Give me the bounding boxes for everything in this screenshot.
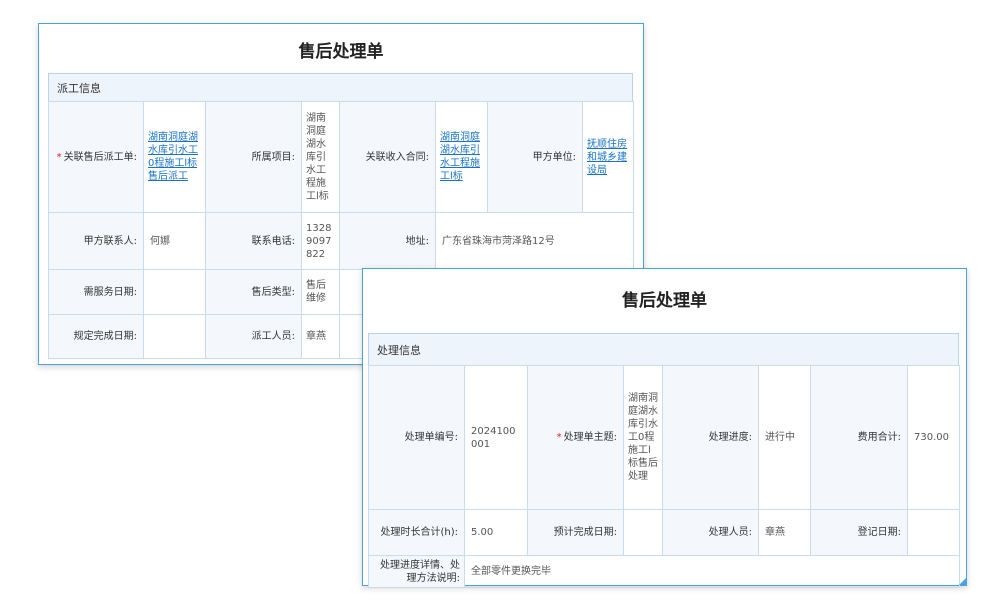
progress-label: 处理进度: <box>662 365 759 510</box>
project-value: 湖南洞庭湖水库引水工程施工l标 <box>301 101 340 213</box>
eta-label: 预计完成日期: <box>527 509 624 556</box>
cost-value: 730.00 <box>907 365 960 510</box>
project-label: 所属项目: <box>205 101 302 213</box>
worker-value: 章燕 <box>301 314 340 359</box>
detail-label: 处理进度详情、处理方法说明: <box>368 555 465 588</box>
contract-label: 关联收入合同: <box>339 101 436 213</box>
subject-value: 湖南洞庭湖水库引水工0程施工l标售后处理 <box>623 365 663 510</box>
hours-value: 5.00 <box>464 509 528 556</box>
reg-date-label: 登记日期: <box>810 509 908 556</box>
contact-label: 甲方联系人: <box>48 212 144 270</box>
type-value: 售后维修 <box>301 269 340 315</box>
contact-value: 何娜 <box>143 212 206 270</box>
progress-value: 进行中 <box>758 365 811 510</box>
process-section-header: 处理信息 <box>368 333 959 366</box>
worker-label: 派工人员: <box>205 314 302 359</box>
cost-label: 费用合计: <box>810 365 908 510</box>
dispatch-card-title: 售后处理单 <box>298 42 384 62</box>
reg-date-value <box>907 509 960 556</box>
handler-label: 处理人员: <box>662 509 759 556</box>
contract-cell: 湖南洞庭湖水库引水工程施工l标 <box>435 101 488 213</box>
resize-handle[interactable] <box>959 578 966 585</box>
hours-label: 处理时长合计(h): <box>368 509 465 556</box>
address-label: 地址: <box>339 212 436 270</box>
process-card: 售后处理单 处理信息 处理单编号: 2024100001 *处理单主题: 湖南洞… <box>362 268 967 588</box>
linked-order-label: *关联售后派工单: <box>48 101 144 213</box>
eta-value <box>623 509 663 556</box>
detail-value: 全部零件更换完毕 <box>464 555 960 588</box>
order-no-label: 处理单编号: <box>368 365 465 510</box>
required-mark: * <box>556 432 562 443</box>
party-a-label: 甲方单位: <box>487 101 583 213</box>
type-label: 售后类型: <box>205 269 302 315</box>
party-a-link[interactable]: 抚顺住房和城乡建设局 <box>587 138 627 176</box>
subject-label: *处理单主题: <box>527 365 624 510</box>
process-card-title: 售后处理单 <box>622 291 707 311</box>
service-date-value <box>143 269 206 315</box>
handler-value: 章燕 <box>758 509 811 556</box>
phone-label: 联系电话: <box>205 212 302 270</box>
deadline-value <box>143 314 206 359</box>
process-form-table: 处理单编号: 2024100001 *处理单主题: 湖南洞庭湖水库引水工0程施工… <box>368 365 960 588</box>
address-value: 广东省珠海市菏泽路12号 <box>435 212 634 270</box>
service-date-label: 需服务日期: <box>48 269 144 315</box>
dispatch-section-header: 派工信息 <box>48 73 633 102</box>
party-a-cell: 抚顺住房和城乡建设局 <box>582 101 634 213</box>
order-no-value: 2024100001 <box>464 365 528 510</box>
linked-order-cell: 湖南洞庭湖水库引水工0程施工l标售后派工 <box>143 101 206 213</box>
phone-value: 13289097822 <box>301 212 340 270</box>
deadline-label: 规定完成日期: <box>48 314 144 359</box>
linked-order-link[interactable]: 湖南洞庭湖水库引水工0程施工l标售后派工 <box>148 132 198 182</box>
required-mark: * <box>56 151 62 163</box>
contract-link[interactable]: 湖南洞庭湖水库引水工程施工l标 <box>440 132 480 182</box>
